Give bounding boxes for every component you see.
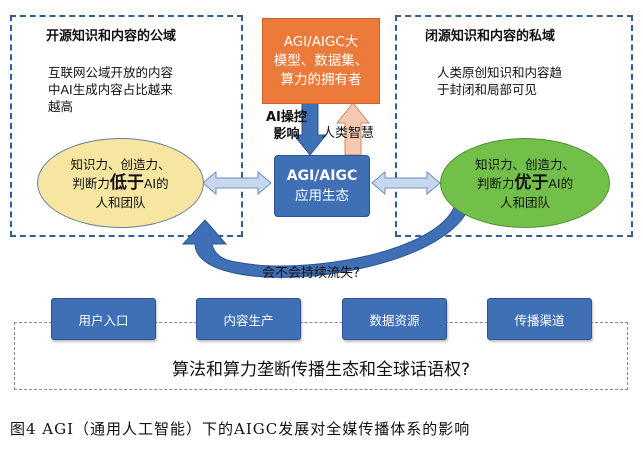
owner-line2: 模型、数据集、 xyxy=(273,52,369,69)
ecosystem-box: AGI/AIGC 应用生态 xyxy=(274,155,370,217)
private-domain-title: 闭源知识和内容的私域 xyxy=(425,29,556,44)
public-desc-line3: 越高 xyxy=(48,99,74,114)
public-domain-description: 互联网公域开放的内容 中AI生成内容占比越来 越高 xyxy=(48,64,173,115)
private-desc-line2: 于封闭和局部可见 xyxy=(437,82,538,97)
low-ellipse-pre: 判断力 xyxy=(72,175,110,191)
channel-button: 传播渠道 xyxy=(487,298,592,340)
public-domain-title: 开源知识和内容的公域 xyxy=(46,29,177,44)
figure-caption: 图4 AGI（通用人工智能）下的AIGC发展对全媒传播体系的影响 xyxy=(10,420,471,438)
ai-control-label: AI操控 影响 xyxy=(266,109,307,143)
low-ellipse-line3: 人和团队 xyxy=(95,194,146,210)
low-ellipse-line2: 判断力低于AI的 xyxy=(72,172,169,193)
user-entry-button: 用户入口 xyxy=(51,298,156,340)
high-ellipse-line3: 人和团队 xyxy=(499,194,550,210)
loss-question-label: 会不会持续流失? xyxy=(262,266,360,281)
ecosystem-line2: 应用生态 xyxy=(295,188,349,204)
owner-line1: AGI/AIGC大 xyxy=(283,33,359,50)
high-ellipse-line2: 判断力优于AI的 xyxy=(476,172,574,193)
ecosystem-line1: AGI/AIGC xyxy=(286,168,358,184)
low-ellipse-line1: 知识力、创造力、 xyxy=(70,156,171,172)
public-domain-box xyxy=(10,15,243,237)
owner-line3: 算力的拥有者 xyxy=(280,71,362,88)
low-capability-ellipse: 知识力、创造力、 判断力低于AI的 人和团队 xyxy=(37,138,204,228)
high-ellipse-pre: 判断力 xyxy=(476,175,515,191)
high-capability-ellipse: 知识力、创造力、 判断力优于AI的 人和团队 xyxy=(440,138,610,228)
bottom-frame xyxy=(14,322,628,390)
public-desc-line2: 中AI生成内容占比越来 xyxy=(48,82,173,97)
private-domain-box xyxy=(395,15,633,237)
private-desc-line1: 人类原创知识和内容趋 xyxy=(437,65,563,80)
private-domain-description: 人类原创知识和内容趋 于封闭和局部可见 xyxy=(437,64,562,98)
high-ellipse-post: AI的 xyxy=(548,175,574,191)
public-desc-line1: 互联网公域开放的内容 xyxy=(48,65,174,80)
data-resource-button: 数据资源 xyxy=(342,298,447,340)
content-production-button: 内容生产 xyxy=(196,298,301,340)
low-ellipse-keyword: 低于 xyxy=(109,172,144,193)
high-ellipse-line1: 知识力、创造力、 xyxy=(474,156,575,172)
ai-control-label-line2: 影响 xyxy=(273,127,300,142)
bottom-question: 算法和算力垄断传播生态和全球话语权? xyxy=(171,359,471,380)
human-wisdom-label: 人类智慧 xyxy=(322,126,375,141)
low-ellipse-post: AI的 xyxy=(143,175,169,191)
high-ellipse-keyword: 优于 xyxy=(514,172,549,193)
ai-control-label-line1: AI操控 xyxy=(266,110,307,125)
owner-box: AGI/AIGC大 模型、数据集、 算力的拥有者 xyxy=(262,18,380,104)
